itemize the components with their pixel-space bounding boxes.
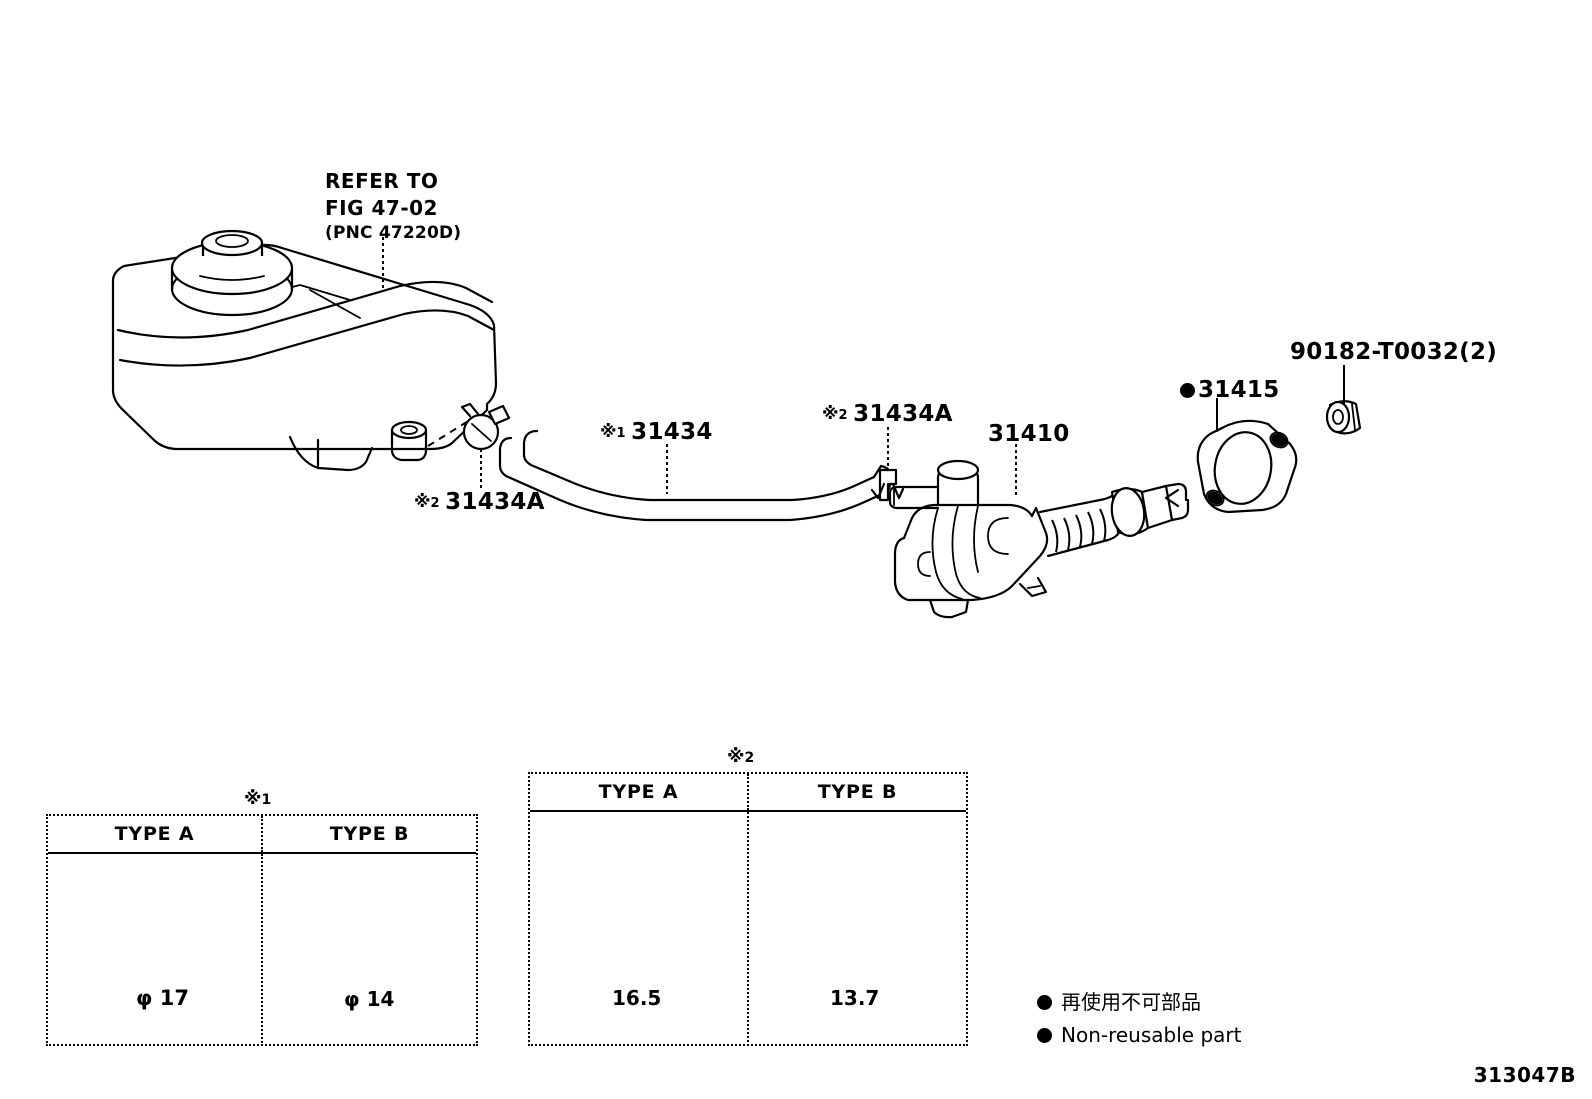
- label-clamp-left: ※2 31434A: [414, 488, 545, 517]
- clamp-left-illustration: [460, 402, 511, 451]
- label-clamp-right: ※2 31434A: [822, 400, 953, 429]
- legend-row-en: Non-reusable part: [1037, 1021, 1241, 1050]
- part-number-31410: 31410: [988, 421, 1070, 447]
- label-hose: ※1 31434: [600, 418, 713, 447]
- part-number-31415: 31415: [1198, 377, 1280, 403]
- reservoir-tank-illustration: [111, 229, 498, 472]
- table-hose-col-b: TYPE B: [329, 823, 410, 845]
- clamp-right-illustration: [870, 468, 905, 502]
- refer-note-line2: FIG 47-02: [325, 196, 438, 220]
- dimension-hose-a: φ 17: [136, 986, 189, 1010]
- legend-text-jp: 再使用不可部品: [1061, 990, 1201, 1014]
- table-hose-cell-a: [48, 854, 263, 1046]
- marker-star-2: ※2: [414, 492, 440, 512]
- dimension-clamp-b: 13.7: [830, 986, 880, 1010]
- legend-row-jp: 再使用不可部品: [1037, 988, 1241, 1017]
- table-clamp-types: TYPE A TYPE B: [528, 772, 968, 1046]
- non-reusable-dot-icon: [1180, 383, 1195, 398]
- table-hose-marker: ※1: [244, 788, 272, 809]
- dimension-clamp-a: 16.5: [612, 986, 662, 1010]
- table-clamp-cell-a: [530, 812, 749, 1046]
- label-master-cylinder: 31410: [988, 420, 1070, 449]
- refer-note: REFER TO FIG 47-02 (PNC 47220D): [325, 168, 461, 245]
- table-hose-cell-b: [263, 854, 476, 1046]
- table-clamp-body-row: [530, 812, 966, 1046]
- label-nut: 90182-T0032(2): [1290, 338, 1497, 367]
- table-clamp-header-row: TYPE A TYPE B: [530, 774, 966, 812]
- nut-illustration: [1325, 400, 1362, 435]
- dimension-hose-b: φ 14: [344, 987, 395, 1011]
- legend-dot-icon-jp: [1037, 995, 1052, 1010]
- refer-note-line1: REFER TO: [325, 169, 439, 193]
- master-cylinder-illustration: [888, 459, 1190, 619]
- label-gasket: 31415: [1180, 376, 1280, 405]
- table-clamp-marker: ※2: [727, 746, 755, 767]
- part-number-31434a-left: 31434A: [445, 489, 545, 515]
- table-hose-types: TYPE A TYPE B: [46, 814, 478, 1046]
- table-hose-col-a: TYPE A: [48, 816, 263, 852]
- marker-star-1: ※1: [600, 422, 626, 442]
- table-clamp-col-a: TYPE A: [530, 774, 749, 810]
- table-hose-body-row: [48, 854, 476, 1046]
- marker-star-2-right: ※2: [822, 404, 848, 424]
- gasket-illustration: [1196, 419, 1298, 514]
- table-hose-header-row: TYPE A TYPE B: [48, 816, 476, 854]
- figure-code: 313047B: [1473, 1063, 1576, 1087]
- legend-dot-icon-en: [1037, 1028, 1052, 1043]
- table-clamp-col-b: TYPE B: [817, 781, 898, 803]
- part-number-90182: 90182-T0032(2): [1290, 339, 1498, 365]
- part-number-31434a-right: 31434A: [853, 401, 953, 427]
- refer-note-line3: (PNC 47220D): [325, 223, 462, 243]
- part-number-31434: 31434: [631, 419, 713, 445]
- legend-text-en: Non-reusable part: [1061, 1023, 1242, 1047]
- legend: 再使用不可部品 Non-reusable part: [1037, 988, 1241, 1054]
